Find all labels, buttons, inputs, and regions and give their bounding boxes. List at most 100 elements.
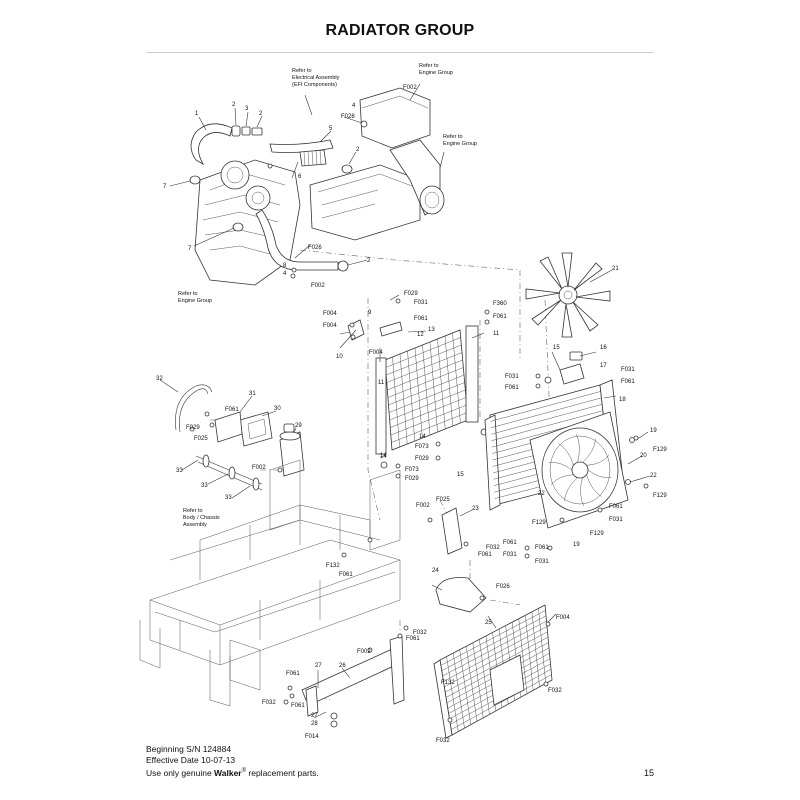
hatch-line <box>386 344 462 376</box>
callout-label: 11 <box>378 380 385 386</box>
ref-line: Assembly <box>183 522 207 528</box>
ref-line: Refer to <box>178 291 198 297</box>
callout-label: F002 <box>252 465 266 471</box>
callout-label: F061 <box>493 314 507 320</box>
callout-label: 2 <box>232 102 236 108</box>
front-grille-illustration <box>433 604 553 739</box>
page-title: RADIATOR GROUP <box>325 22 475 39</box>
callout-label: F004 <box>323 323 337 329</box>
callout-label: F004 <box>369 350 383 356</box>
callout-label: 16 <box>600 345 607 351</box>
callout-label: 18 <box>619 397 626 403</box>
footer-notice: Use only genuine Walker® replacement par… <box>146 766 319 778</box>
hatch-line <box>490 391 601 422</box>
callout-label: 21 <box>612 266 619 272</box>
title-divider <box>146 52 654 53</box>
hatch-line <box>550 474 574 486</box>
callout-label: 14 <box>380 453 387 459</box>
callout-label: 6 <box>298 174 302 180</box>
callout-label: 33 <box>176 468 183 474</box>
hatch-line <box>441 615 547 671</box>
callout-label: F029 <box>186 425 200 431</box>
ref-line: Engine Group <box>443 141 477 147</box>
callout-label: 23 <box>472 506 479 512</box>
hatch-line <box>490 397 602 429</box>
fan-blade-illustration <box>525 252 611 338</box>
callout-label: 12 <box>417 332 424 338</box>
hatch-line <box>388 374 465 406</box>
surge-tank-illustration <box>175 384 305 491</box>
hatch-line <box>385 337 461 368</box>
callout-label: 15 <box>457 472 464 478</box>
callout-label: F061 <box>414 316 428 322</box>
callout-label: F132 <box>441 680 455 686</box>
callout-label: 2 <box>356 147 360 153</box>
callout-label: 28 <box>311 721 318 727</box>
ref-line: Refer to <box>419 63 439 69</box>
callout-label: 25 <box>485 620 492 626</box>
footer-notice-prefix: Use only genuine <box>146 767 215 778</box>
callout-label: F129 <box>653 493 667 499</box>
callout-label: F129 <box>653 447 667 453</box>
callout-label: 27 <box>315 663 322 669</box>
callout-label: 24 <box>432 568 439 574</box>
ref-line: Electrical Assembly <box>292 75 340 81</box>
callout-label: F061 <box>225 407 239 413</box>
ref-line: Refer to <box>443 134 463 140</box>
callout-label: F025 <box>436 497 450 503</box>
hatch-line <box>582 438 596 463</box>
callout-label: F061 <box>291 703 305 709</box>
callout-label: F032 <box>413 630 427 636</box>
callout-label: F002 <box>403 85 417 91</box>
callout-label: 15 <box>553 345 560 351</box>
callout-label: F031 <box>535 559 549 565</box>
ref-line: Body / Chassis <box>183 515 220 521</box>
callout-label: 22 <box>538 491 545 497</box>
callout-label: F032 <box>486 545 500 551</box>
callout-label: F031 <box>621 367 635 373</box>
callout-label: 5 <box>329 126 333 132</box>
hatch-line <box>386 352 463 383</box>
callout-label: F061 <box>286 671 300 677</box>
hatch-line <box>576 434 580 463</box>
hatch-line <box>390 397 467 428</box>
footer-serial: Beginning S/N 124884 <box>146 744 232 754</box>
hatch-line <box>564 477 578 502</box>
callout-label: 7 <box>163 184 167 190</box>
ref-line: Engine Group <box>178 298 212 304</box>
callout-label: 32 <box>156 376 163 382</box>
callout-label: F129 <box>532 520 546 526</box>
callout-label: F061 <box>406 636 420 642</box>
callout-labels: 1 2 3 2 4 F028 F002 5 2 6 7 7 F026 8 4 2… <box>156 85 667 744</box>
callout-label: 11 <box>493 331 500 337</box>
hatch-line <box>388 382 465 413</box>
callout-label: 14 <box>419 434 426 440</box>
ref-line: (EFI Components) <box>292 82 337 88</box>
callout-label: F032 <box>262 700 276 706</box>
registered-mark: ® <box>241 768 247 774</box>
oil-cooler-illustration <box>347 319 488 469</box>
callout-label: 13 <box>428 327 435 333</box>
hatch-line <box>586 474 602 497</box>
callout-label: 19 <box>573 542 580 548</box>
footer-effective-date: Effective Date 10-07-13 <box>146 755 236 765</box>
callout-label: F002 <box>311 283 325 289</box>
callout-label: 33 <box>225 495 232 501</box>
electric-fan-illustration <box>529 411 635 529</box>
ref-line: Refer to <box>183 508 203 514</box>
hatch-line <box>580 477 584 506</box>
callout-label: F029 <box>415 456 429 462</box>
callout-label: 1 <box>195 111 199 117</box>
callout-label: F360 <box>493 301 507 307</box>
callout-label: 4 <box>283 271 287 277</box>
callout-label: F073 <box>415 444 429 450</box>
hatch-line <box>586 454 610 466</box>
hatch-line <box>391 412 468 443</box>
hatch-line <box>491 404 603 435</box>
callout-label: 26 <box>339 663 346 669</box>
page-number: 15 <box>643 768 654 778</box>
